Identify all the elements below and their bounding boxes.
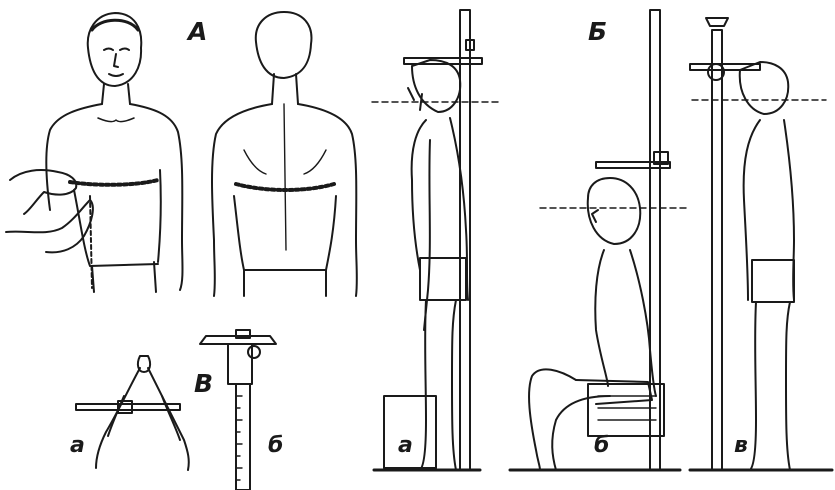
label-section-v: В	[194, 369, 213, 398]
sliding-caliper-drawing	[200, 330, 276, 490]
label-stand-v: в	[734, 433, 748, 458]
back-torso-figure	[212, 12, 357, 296]
label-seated-b: б	[594, 433, 609, 458]
sitting-height-figure	[510, 10, 690, 470]
label-section-a: А	[186, 17, 207, 46]
label-caliper-b: б	[268, 433, 283, 458]
thickness-caliper-drawing	[76, 356, 189, 470]
front-torso-figure	[6, 13, 183, 292]
label-stand-a: а	[398, 433, 413, 458]
label-caliper-a: а	[70, 433, 85, 458]
standing-stadiometer-figure	[372, 10, 500, 470]
anthropometer-figure	[690, 18, 832, 470]
label-section-b: Б	[588, 17, 607, 46]
